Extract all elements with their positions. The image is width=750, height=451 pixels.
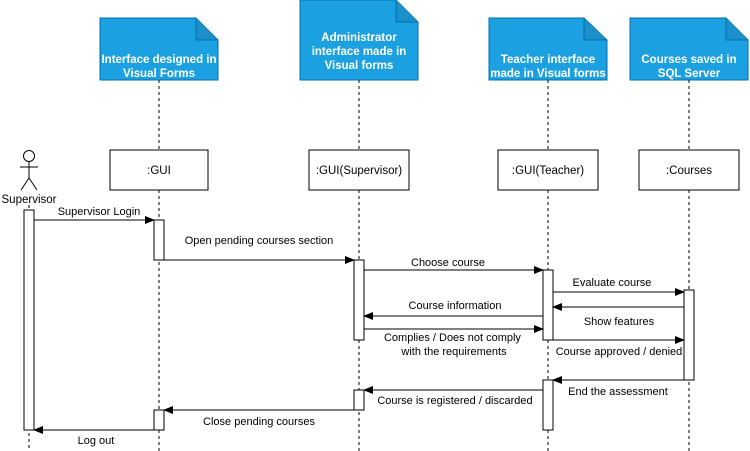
activation-courses	[683, 289, 695, 381]
message-close-pending: Close pending courses	[203, 416, 315, 428]
activation-bars	[23, 209, 695, 431]
actor-supervisor	[20, 150, 38, 191]
lifeline-gui: :GUI	[109, 149, 209, 191]
message-complies: Complies / Does not comply with the requ…	[384, 332, 524, 358]
svg-text::GUI(Supervisor): :GUI(Supervisor)	[316, 165, 402, 177]
lifeline-gui-teacher: :GUI(Teacher)	[497, 149, 599, 191]
activation-gui-2	[153, 409, 165, 431]
message-show-features: Show features	[584, 316, 655, 328]
message-log-out: Log out	[78, 435, 115, 447]
lifeline-gui-supervisor: :GUI(Supervisor)	[308, 149, 410, 191]
activation-teacher-1	[542, 269, 554, 341]
svg-text::GUI: :GUI	[147, 165, 171, 177]
message-open-pending: Open pending courses section	[185, 235, 334, 247]
message-supervisor-login: Supervisor Login	[58, 206, 141, 218]
message-choose-course: Choose course	[411, 257, 485, 269]
message-end-assessment: End the assessment	[568, 386, 668, 398]
message-course-information: Course information	[409, 300, 502, 312]
note-connectors	[158, 80, 690, 150]
svg-text::GUI(Teacher): :GUI(Teacher)	[512, 165, 584, 177]
message-course-approved: Course approved / denied	[556, 346, 683, 358]
lifeline-courses: :Courses	[638, 149, 740, 191]
activation-admin-1	[353, 259, 365, 341]
activation-teacher-2	[542, 379, 554, 431]
svg-text::Courses: :Courses	[666, 165, 712, 177]
message-evaluate-course: Evaluate course	[573, 277, 652, 289]
activation-gui-1	[153, 219, 165, 261]
message-arrows	[33, 216, 685, 434]
activation-supervisor	[23, 209, 35, 431]
activation-admin-2	[353, 389, 365, 411]
actor-label: Supervisor	[2, 194, 57, 206]
message-course-registered: Course is registered / discarded	[377, 395, 532, 407]
